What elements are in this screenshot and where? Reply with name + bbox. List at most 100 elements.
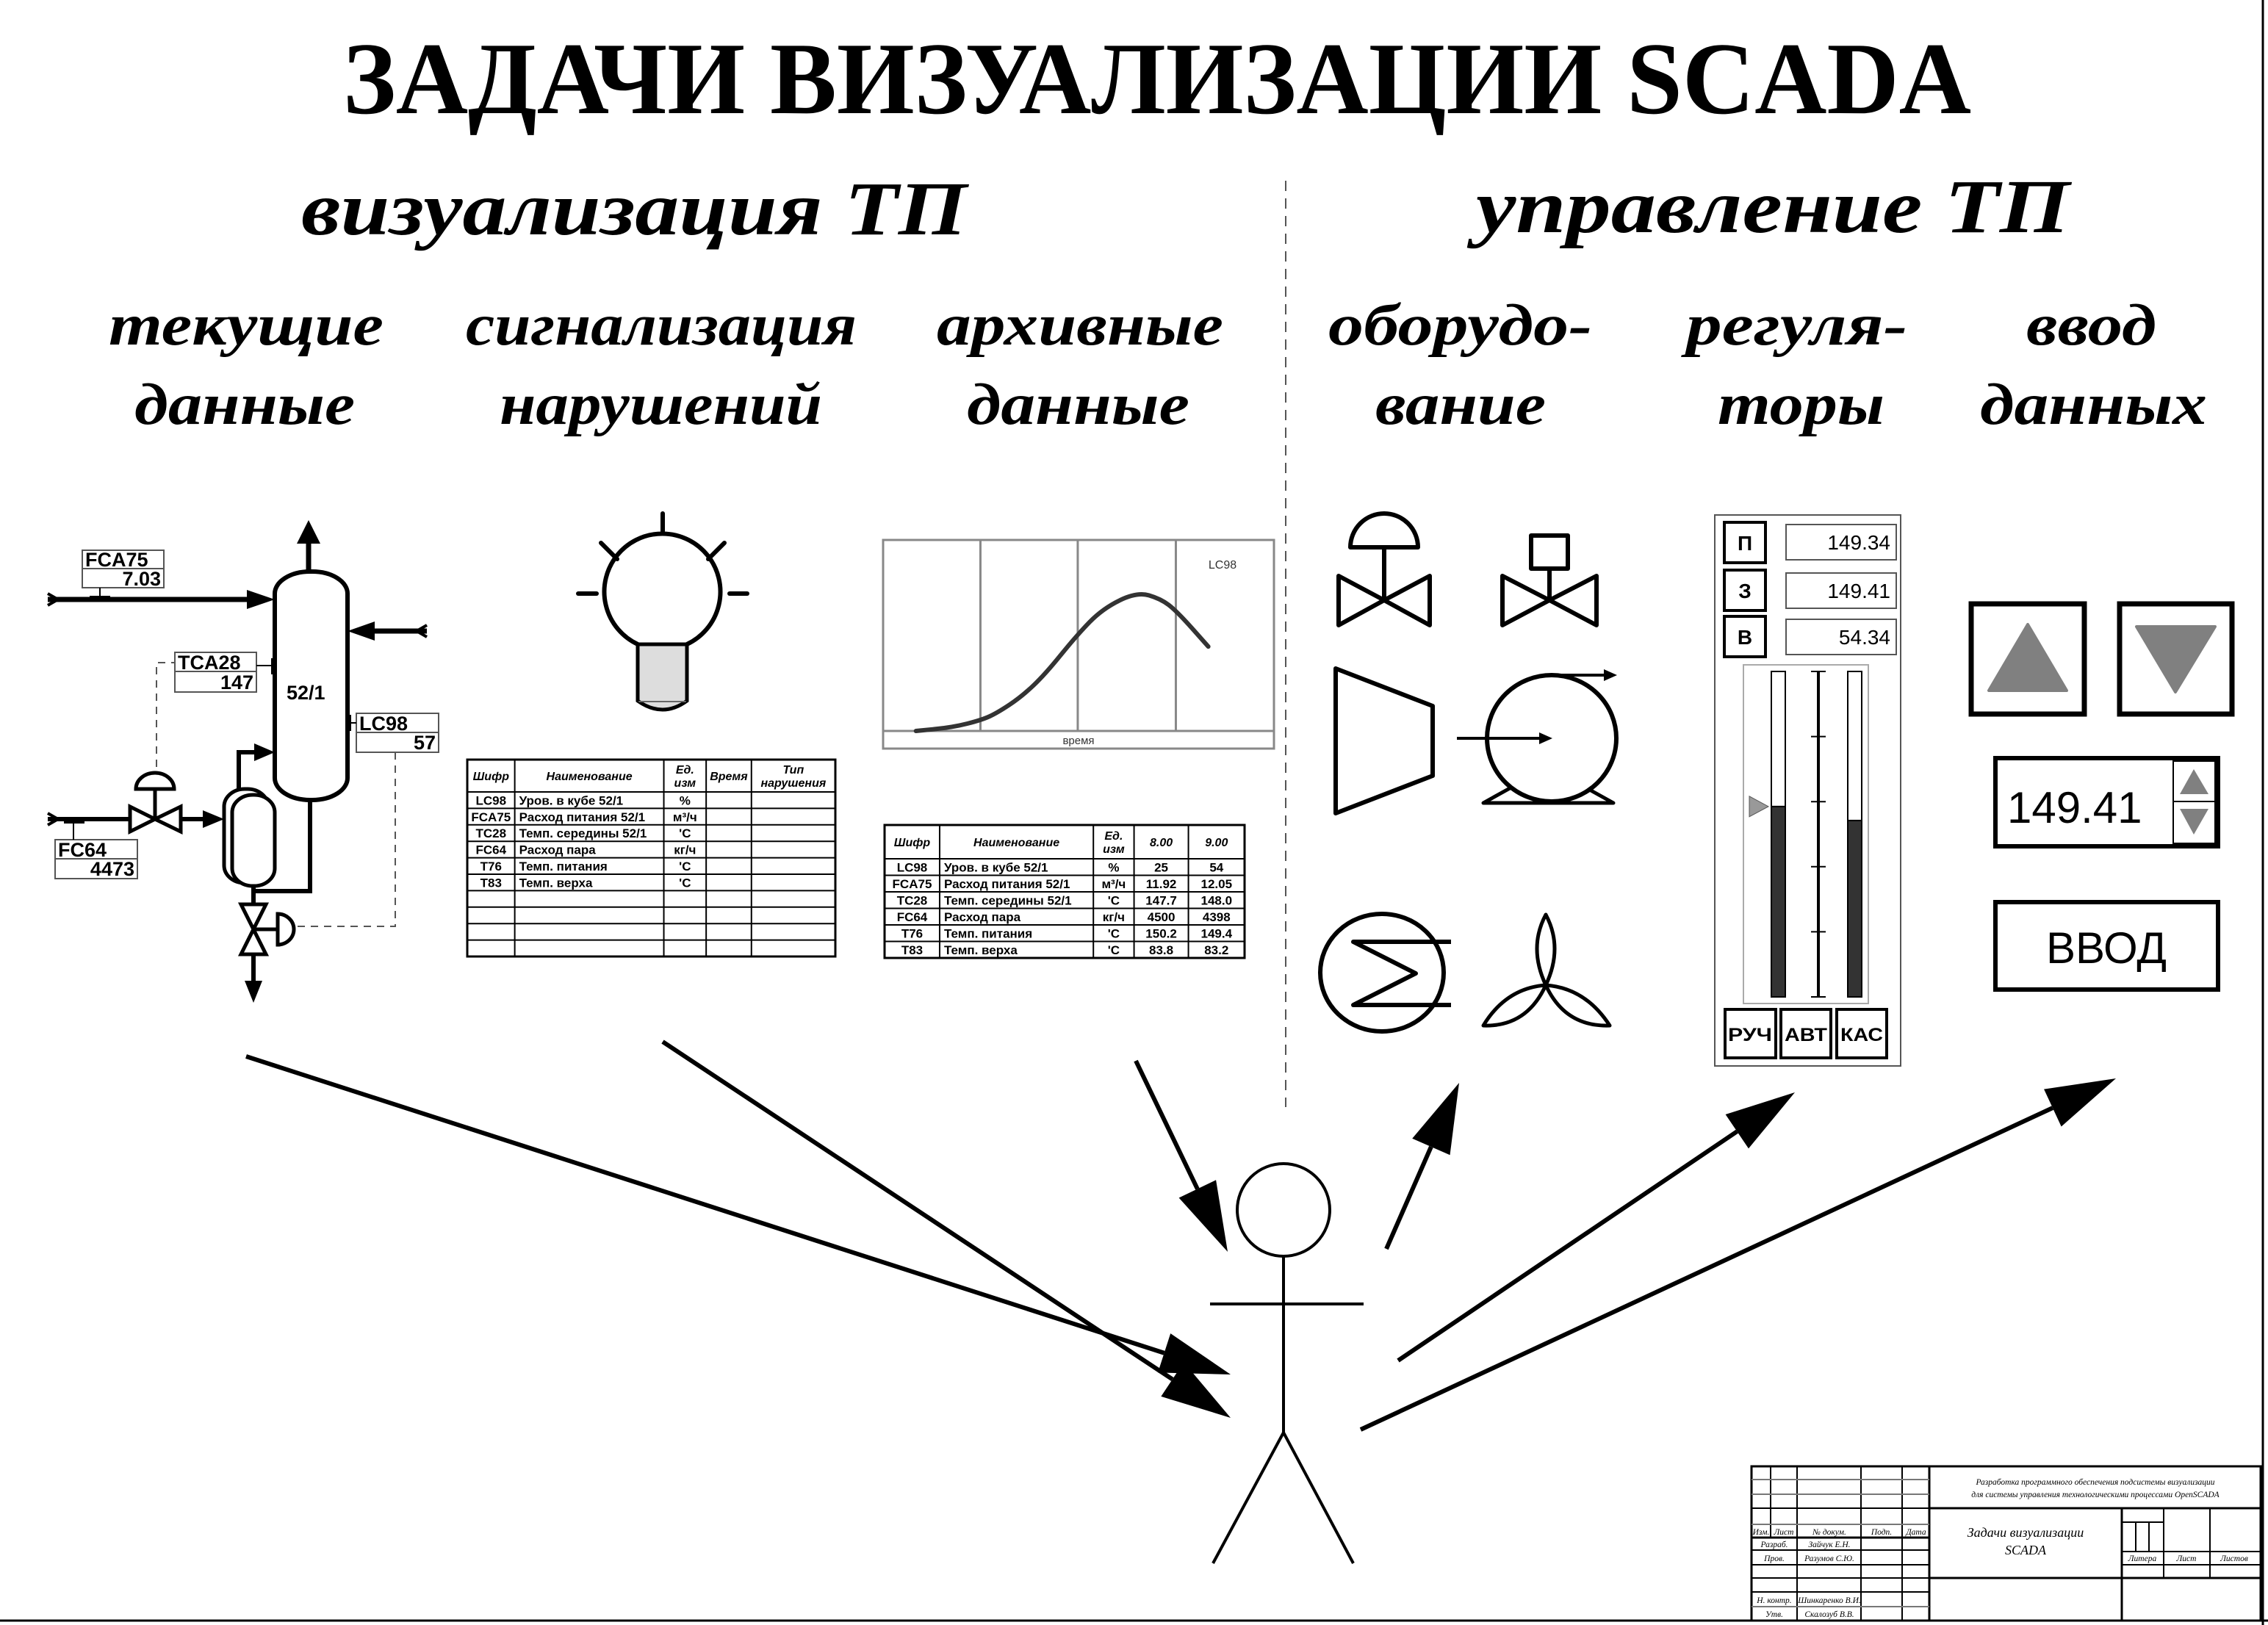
archive-table-cell: Расход пара bbox=[944, 910, 1021, 924]
column-label: 52/1 bbox=[287, 682, 325, 704]
tag-value: 7.03 bbox=[122, 568, 161, 590]
mode-manual-button[interactable] bbox=[1724, 1008, 1777, 1059]
alarm-lamp-icon bbox=[576, 511, 749, 712]
alarm-table-cell: FCA75 bbox=[471, 810, 511, 824]
header-date: Дата bbox=[1905, 1528, 1926, 1537]
alarm-table-cell: FC64 bbox=[476, 843, 507, 857]
archive-table-cell: 83.8 bbox=[1149, 943, 1173, 957]
subheading-archive-1: архивные bbox=[937, 293, 1223, 358]
setpoint-marker-icon[interactable] bbox=[1749, 796, 1770, 818]
subheading-current-data-1: текущие bbox=[109, 293, 384, 358]
tag-lc98[interactable]: LC98 57 bbox=[347, 713, 439, 754]
archive-table-header: Ед.изм bbox=[1103, 830, 1125, 856]
x-axis-label: время bbox=[1062, 735, 1094, 747]
enter-button[interactable]: ВВОД bbox=[1993, 900, 2220, 992]
subheading-data-entry-1: ввод bbox=[2026, 293, 2156, 358]
sp-value: 149.41 bbox=[1827, 580, 1890, 602]
decrease-button[interactable] bbox=[2117, 601, 2235, 717]
alarm-table-cell: Уров. в кубе 52/1 bbox=[519, 793, 624, 807]
spin-up-icon bbox=[2180, 769, 2208, 794]
archive-table-cell: 'С bbox=[1108, 894, 1120, 908]
alarm-table-header: Наименование bbox=[547, 771, 633, 783]
tag-fca75[interactable]: FCA75 7.03 bbox=[82, 549, 165, 599]
reboiler-icon bbox=[222, 787, 277, 888]
header-litera: Литера bbox=[2128, 1554, 2157, 1563]
sp-button[interactable] bbox=[1723, 569, 1767, 612]
alarm-table-cell: 'С bbox=[679, 860, 691, 873]
archive-table-header: 8.00 bbox=[1150, 837, 1173, 849]
archive-table-cell: 54 bbox=[1209, 861, 1223, 875]
compressor-icon[interactable] bbox=[1333, 666, 1435, 815]
archive-table-header: Наименование bbox=[973, 837, 1059, 849]
pv-value: 149.34 bbox=[1827, 531, 1890, 554]
archive-table-cell: 148.0 bbox=[1201, 894, 1233, 908]
archive-table-cell: 11.92 bbox=[1146, 877, 1177, 891]
mode-cascade-button[interactable] bbox=[1835, 1008, 1888, 1059]
flow-arrow-icon bbox=[1397, 1092, 1795, 1363]
out-button[interactable] bbox=[1723, 615, 1767, 658]
alarm-table-cell: LC98 bbox=[476, 793, 507, 807]
spinbox-value: 149.41 bbox=[2007, 783, 2142, 832]
header-doc-no: № докум. bbox=[1812, 1528, 1846, 1537]
sp-label: З bbox=[1738, 580, 1752, 602]
mode-manual-label: РУЧ bbox=[1728, 1025, 1772, 1045]
archive-table-cell: 25 bbox=[1154, 861, 1168, 875]
header-list: Лист bbox=[1774, 1528, 1794, 1537]
steam-control-valve-icon[interactable] bbox=[128, 771, 183, 835]
tag-value: 4473 bbox=[90, 858, 134, 880]
archive-table-cell: % bbox=[1108, 861, 1119, 875]
tag-value: 147 bbox=[220, 671, 253, 693]
fan-icon[interactable] bbox=[1481, 912, 1612, 1028]
section-heading-visualization: визуализация ТП bbox=[301, 167, 970, 251]
tag-name: FCA75 bbox=[85, 549, 148, 571]
pump-icon[interactable] bbox=[1457, 669, 1619, 805]
archive-table-cell: Уров. в кубе 52/1 bbox=[944, 861, 1048, 875]
pv-bar-fill bbox=[1771, 805, 1786, 998]
sp-input[interactable] bbox=[1785, 572, 1897, 609]
level-control-valve-icon[interactable] bbox=[237, 902, 296, 956]
equipment-icons bbox=[1318, 511, 1619, 1034]
archive-table-cell: Темп. верха bbox=[944, 943, 1018, 957]
enter-button-label: ВВОД bbox=[2046, 923, 2167, 973]
alarm-table-cell: 'С bbox=[679, 876, 691, 890]
section-heading-control: управление ТП bbox=[1466, 165, 2073, 249]
flow-arrow-icon bbox=[661, 1040, 1231, 1418]
archive-table-cell: FCA75 bbox=[893, 877, 932, 891]
pneumatic-valve-icon[interactable] bbox=[1336, 511, 1432, 627]
trend-chart: время LC98 bbox=[882, 538, 1275, 750]
spin-down-icon bbox=[2180, 809, 2208, 835]
out-label: В bbox=[1738, 626, 1752, 649]
mode-buttons: РУЧ АВТ КАС bbox=[1724, 1008, 1888, 1059]
out-input[interactable] bbox=[1785, 619, 1897, 655]
alarm-table-cell: T76 bbox=[480, 860, 502, 873]
heat-exchanger-icon[interactable] bbox=[1318, 912, 1451, 1034]
increase-button[interactable] bbox=[1968, 601, 2087, 717]
mode-auto-button[interactable] bbox=[1779, 1008, 1832, 1059]
regulator-row-sp: З 149.41 bbox=[1723, 569, 1897, 612]
pv-button[interactable] bbox=[1723, 521, 1767, 564]
electric-valve-icon[interactable] bbox=[1500, 533, 1599, 627]
name-developer: Зайчук Е.Н. bbox=[1808, 1540, 1850, 1549]
archive-table-cell: кг/ч bbox=[1103, 910, 1125, 924]
role-developer: Разраб. bbox=[1760, 1541, 1788, 1549]
tag-tca28[interactable]: TCA28 147 bbox=[174, 652, 276, 693]
header-sheet: Лист bbox=[2176, 1554, 2197, 1563]
alarm-table-cell: Расход питания 52/1 bbox=[519, 810, 645, 824]
alarm-table-cell: м³/ч bbox=[673, 810, 697, 824]
alarm-table-header: Время bbox=[710, 771, 748, 783]
tag-fc64[interactable]: FC64 4473 bbox=[54, 820, 138, 880]
value-spinbox[interactable]: 149.41 bbox=[1993, 756, 2220, 848]
alarm-table-header: Ед.изм bbox=[674, 764, 696, 790]
tag-name: LC98 bbox=[359, 713, 408, 735]
project-title-line-1: Разработка программного обеспечения подс… bbox=[1975, 1478, 2214, 1487]
archive-table-cell: 4500 bbox=[1148, 910, 1176, 924]
flow-arrow-icon bbox=[245, 1054, 1231, 1374]
